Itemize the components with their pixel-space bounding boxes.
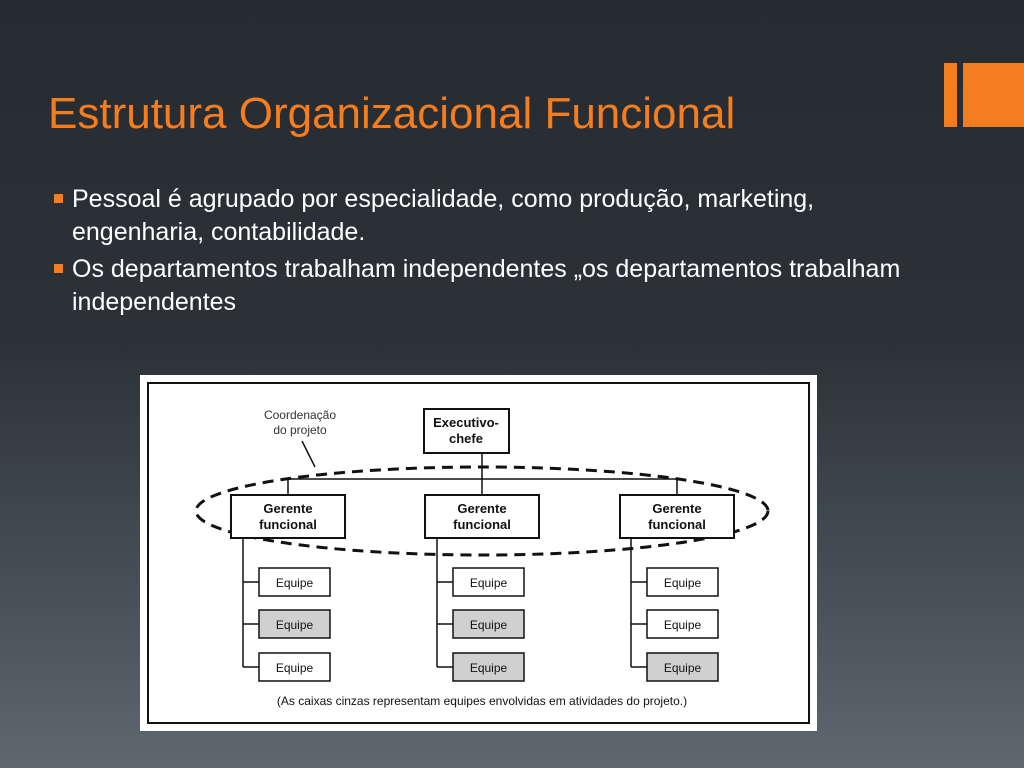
bullet-text: Pessoal é agrupado por especialidade, co… [72,185,815,246]
manager-box [619,494,735,539]
slide-title: Estrutura Organizacional Funcional [48,89,736,138]
executive-label: Executivo- [433,415,499,430]
org-chart: Coordenação do projeto Executivo- chefe … [147,382,810,724]
team-box [258,652,331,682]
manager-label: funcional [259,517,317,532]
team-label: Equipe [276,661,314,675]
bullet-text: Os departamentos trabalham independentes… [72,255,901,316]
team-label: Equipe [276,618,314,632]
team-box [258,567,331,597]
manager-label: Gerente [263,501,312,516]
team-box-project [258,609,331,639]
team-box [646,567,719,597]
team-label: Equipe [664,661,702,675]
team-box [452,567,525,597]
managers-group: GerentefuncionalGerentefuncionalGerentef… [230,494,735,539]
team-label: Equipe [664,618,702,632]
manager-box [424,494,540,539]
manager-label: Gerente [457,501,506,516]
team-box-project [646,652,719,682]
coordination-label: do projeto [273,423,327,437]
teams-group: EquipeEquipeEquipeEquipeEquipeEquipeEqui… [242,538,719,682]
team-label: Equipe [470,661,508,675]
square-bullet-icon [54,194,63,203]
diagram-caption: (As caixas cinzas representam equipes en… [277,694,687,708]
team-box [646,609,719,639]
bullet-item: Os departamentos trabalham independentes… [54,253,934,319]
accent-bar-small [944,63,957,127]
manager-label: funcional [453,517,511,532]
team-label: Equipe [276,576,314,590]
accent-bar-large [963,63,1024,127]
team-label: Equipe [664,576,702,590]
coordination-label: Coordenação [264,408,336,422]
bullet-item: Pessoal é agrupado por especialidade, co… [54,183,934,249]
manager-box [230,494,346,539]
coordination-pointer [301,440,316,468]
team-label: Equipe [470,576,508,590]
bullet-list: Pessoal é agrupado por especialidade, co… [54,183,934,323]
manager-label: Gerente [652,501,701,516]
team-box-project [452,609,525,639]
executive-label: chefe [449,431,483,446]
team-label: Equipe [470,618,508,632]
manager-label: funcional [648,517,706,532]
team-box-project [452,652,525,682]
square-bullet-icon [54,264,63,273]
coordination-boundary [194,465,770,557]
org-chart-figure: Coordenação do projeto Executivo- chefe … [140,375,817,731]
executive-box [423,408,510,454]
